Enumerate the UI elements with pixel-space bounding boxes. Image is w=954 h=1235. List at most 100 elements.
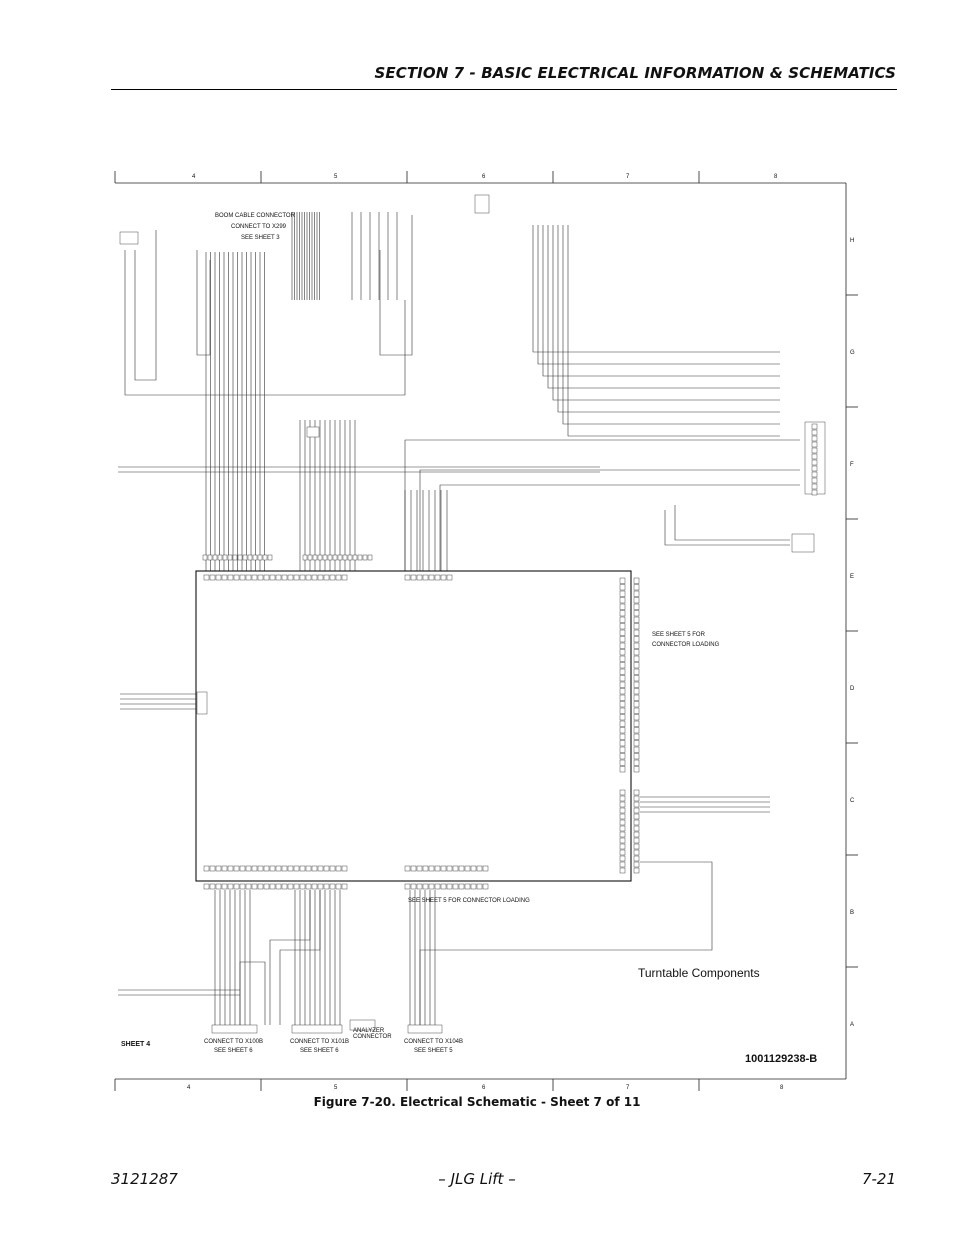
zone-labels: 4 5 6 7 8 4 5 6 7 8 H G F E D C B A <box>187 174 855 1091</box>
wire <box>557 225 780 413</box>
pin <box>251 574 258 581</box>
pin <box>619 681 626 688</box>
pin <box>619 688 626 695</box>
pin <box>305 865 312 872</box>
pin <box>619 825 626 832</box>
pin <box>335 865 342 872</box>
figure-caption: Figure 7-20. Electrical Schematic - Shee… <box>313 1095 641 1109</box>
pin <box>458 883 465 890</box>
pin <box>307 554 313 561</box>
pin <box>428 865 435 872</box>
pin <box>476 883 483 890</box>
pin <box>362 554 368 561</box>
loading-note-line1: SEE SHEET 5 FOR <box>652 632 706 638</box>
pin <box>212 554 218 561</box>
pin <box>312 554 318 561</box>
pin <box>633 701 640 708</box>
pin <box>404 865 411 872</box>
x101b-line2: SEE SHEET 6 <box>300 1048 339 1054</box>
pin <box>464 865 471 872</box>
pin <box>245 883 252 890</box>
pin <box>293 865 300 872</box>
pin <box>317 883 324 890</box>
pin <box>215 865 222 872</box>
pin <box>227 883 234 890</box>
wire <box>196 250 211 356</box>
pin <box>275 865 282 872</box>
analyzer-line2: CONNECTOR <box>353 1034 392 1040</box>
pin <box>619 861 626 868</box>
pin <box>239 574 246 581</box>
pin <box>237 554 243 561</box>
x101b-line1: CONNECT TO X101B <box>290 1039 349 1045</box>
turntable-module <box>195 570 632 882</box>
pin <box>619 642 626 649</box>
pin <box>434 883 441 890</box>
pin <box>633 759 640 766</box>
bottom-loading-note: SEE SHEET 5 FOR CONNECTOR LOADING <box>408 898 530 904</box>
pin <box>299 865 306 872</box>
pin <box>239 865 246 872</box>
pin <box>327 554 333 561</box>
wire <box>269 890 311 1025</box>
pin <box>251 865 258 872</box>
column-label: 7 <box>626 174 630 180</box>
pin <box>209 865 216 872</box>
pin <box>233 865 240 872</box>
pin <box>619 590 626 597</box>
x104b-line1: CONNECT TO X104B <box>404 1039 463 1045</box>
pin <box>619 849 626 856</box>
pin <box>619 597 626 604</box>
pin <box>633 733 640 740</box>
pin <box>633 789 640 796</box>
pin <box>287 865 294 872</box>
pin <box>633 795 640 802</box>
pin <box>323 883 330 890</box>
wire <box>379 215 413 356</box>
column-label: 5 <box>334 174 338 180</box>
pin <box>322 554 328 561</box>
pin <box>633 590 640 597</box>
column-label: 7 <box>626 1085 630 1091</box>
pin <box>257 574 264 581</box>
pin <box>619 837 626 844</box>
row-label: B <box>850 910 854 916</box>
pin <box>227 554 233 561</box>
pin <box>428 574 435 581</box>
pin <box>404 883 411 890</box>
header-rule <box>111 89 897 90</box>
pin <box>233 883 240 890</box>
pin <box>633 694 640 701</box>
pin <box>252 554 258 561</box>
pin <box>222 554 228 561</box>
wire <box>537 225 780 365</box>
pin <box>633 688 640 695</box>
pin <box>619 855 626 862</box>
pin <box>215 574 222 581</box>
pin <box>619 603 626 610</box>
pin <box>619 668 626 675</box>
wire <box>562 225 780 425</box>
pin <box>221 574 228 581</box>
pin <box>633 867 640 874</box>
pin <box>619 629 626 636</box>
wire <box>552 225 780 401</box>
wiring <box>118 212 800 1030</box>
pin <box>329 574 336 581</box>
pin <box>257 554 263 561</box>
pin <box>217 554 223 561</box>
pin <box>341 865 348 872</box>
pin <box>633 675 640 682</box>
column-label: 8 <box>780 1085 784 1091</box>
pin <box>633 584 640 591</box>
pin <box>410 883 417 890</box>
pin <box>267 554 273 561</box>
pin <box>311 574 318 581</box>
pin <box>329 865 336 872</box>
pin <box>299 883 306 890</box>
pin <box>619 707 626 714</box>
x100b-line1: CONNECT TO X100B <box>204 1039 263 1045</box>
pin <box>311 883 318 890</box>
area-title: Turntable Components <box>638 966 760 980</box>
pin <box>619 843 626 850</box>
